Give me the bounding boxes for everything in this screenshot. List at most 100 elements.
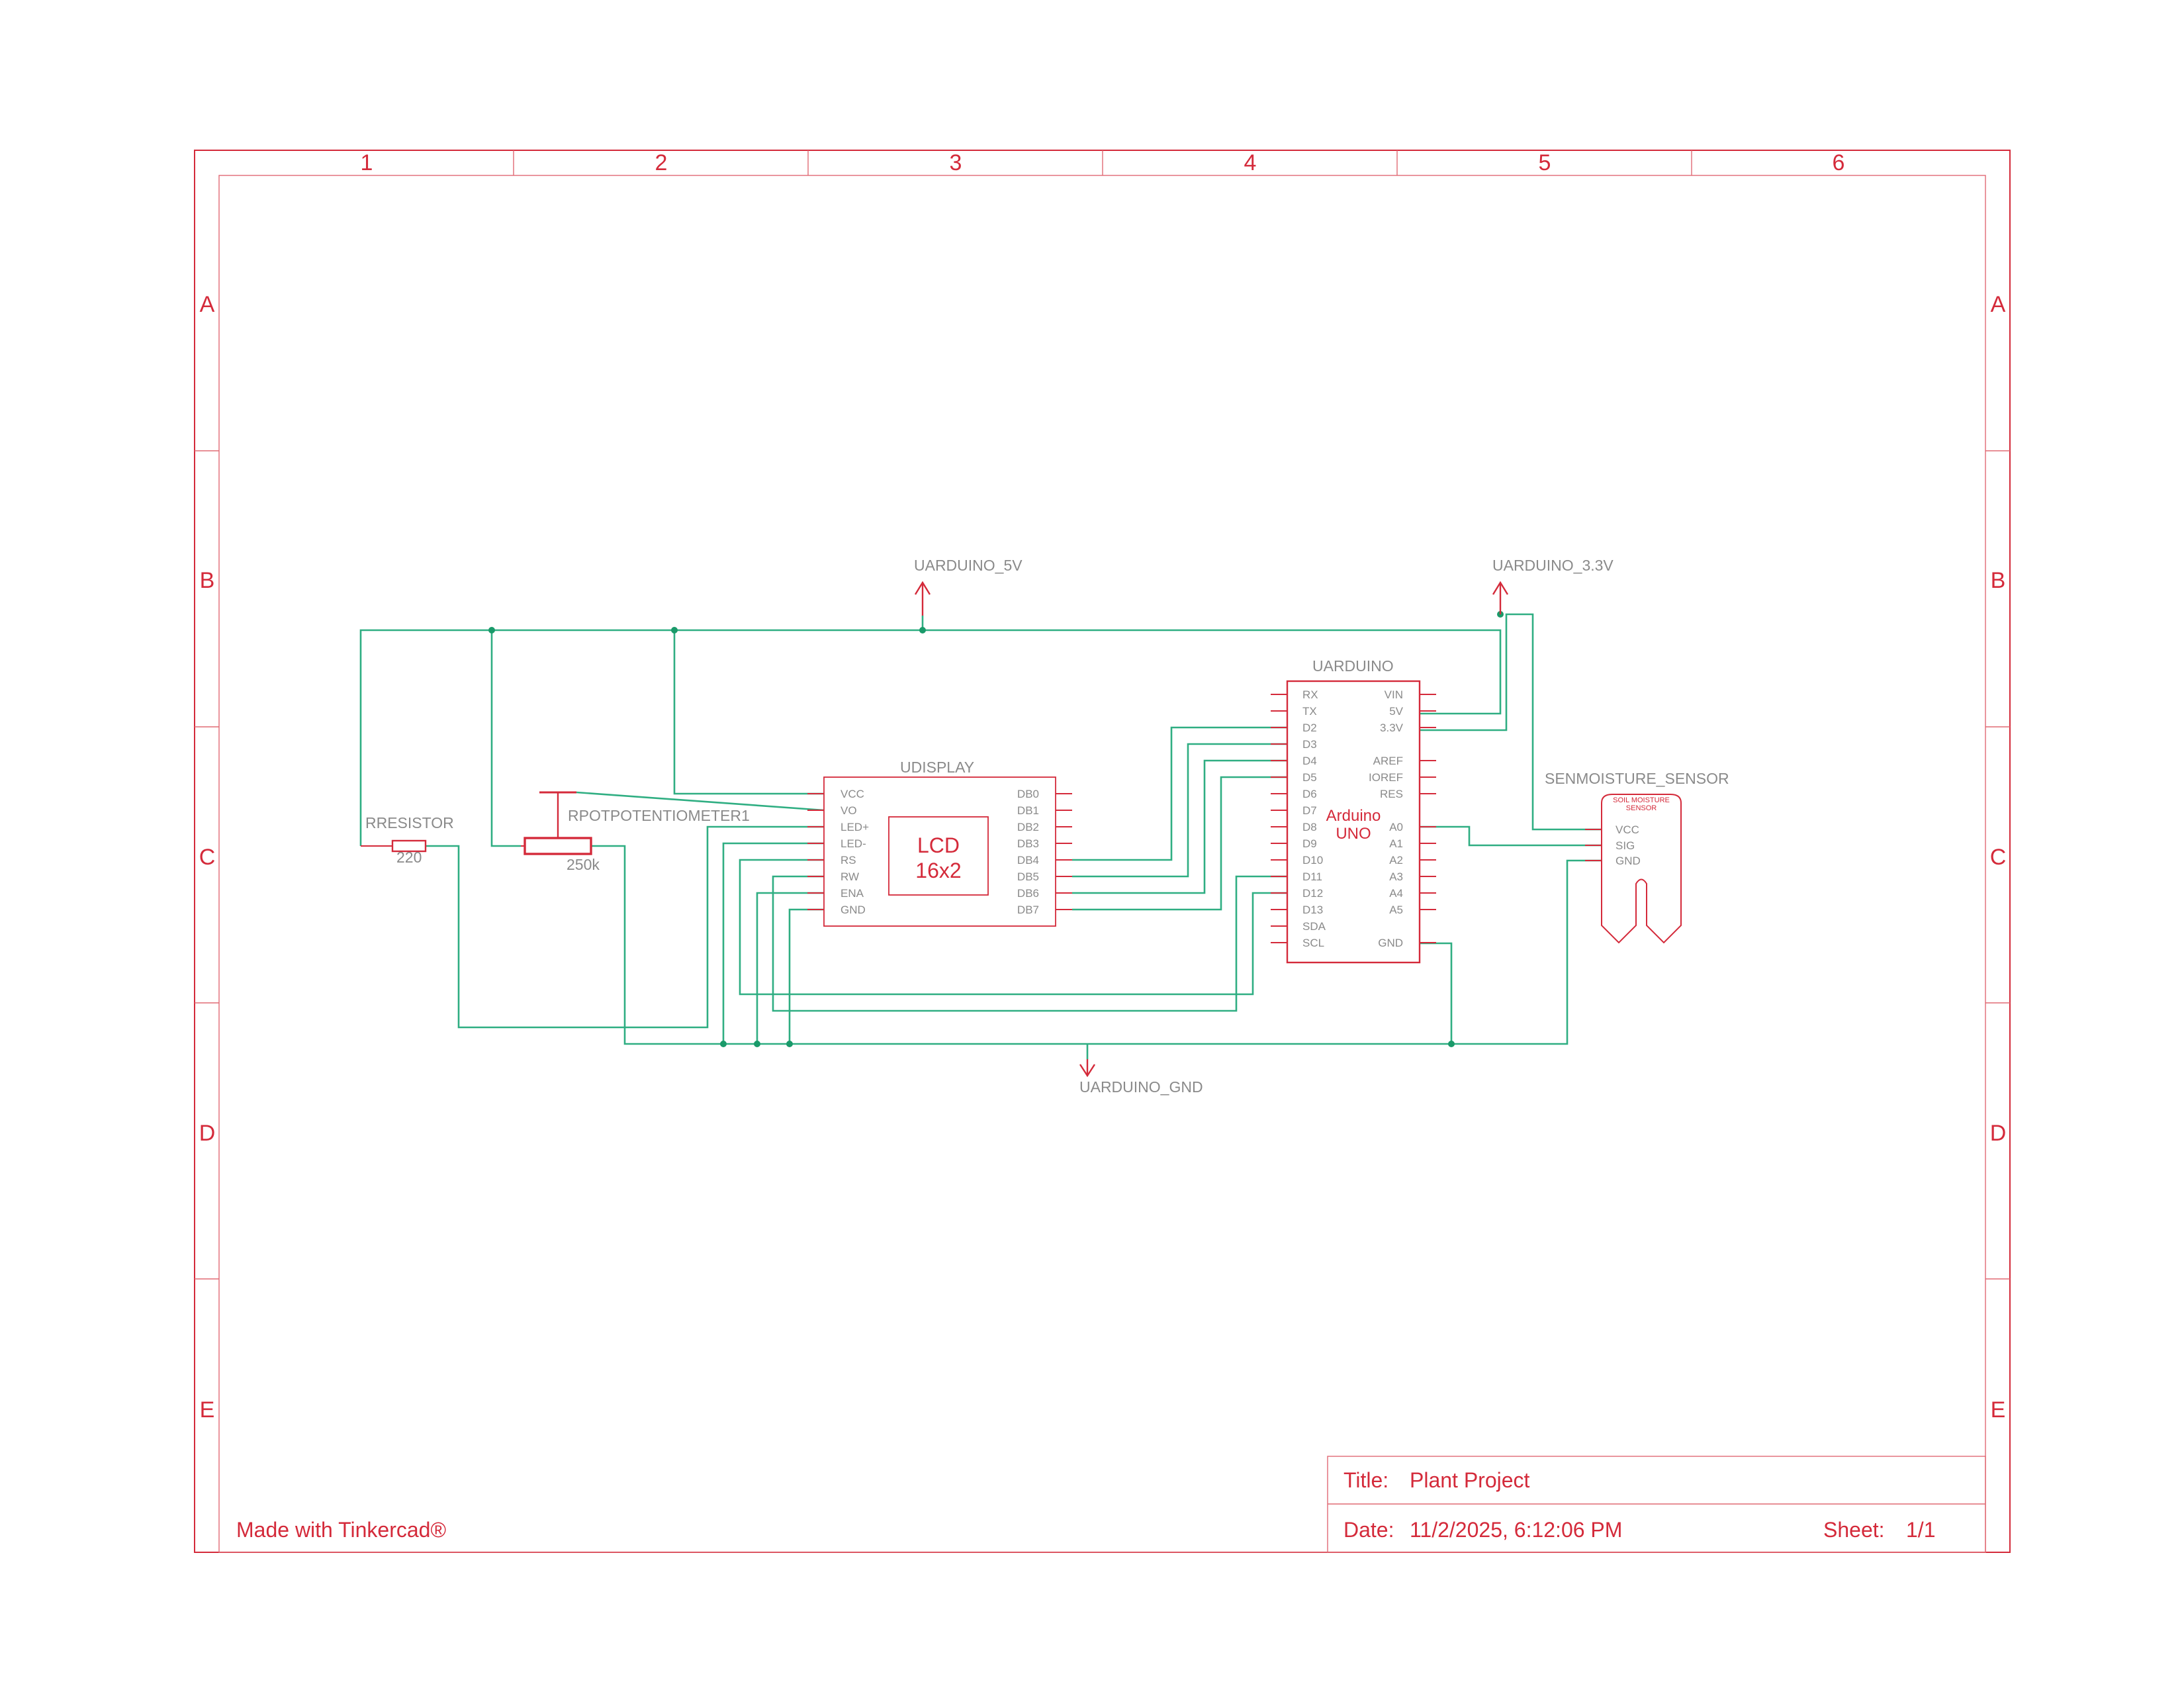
lcd-pin-db3: DB3 [1017,837,1039,850]
title-block: Title: Plant Project Date: 11/2/2025, 6:… [1327,1456,1986,1553]
sensor-pin-sig: SIG [1615,839,1635,852]
sheet-value: 1/1 [1906,1518,1935,1542]
arduino-pin-res: RES [1380,788,1403,800]
arduino-pin-d2: D2 [1302,722,1317,734]
lcd-screen [888,816,989,896]
arduino-pin-d9: D9 [1302,837,1317,850]
arduino-pin-sda: SDA [1302,920,1326,933]
power-3v3: UARDUINO_3.3V [1492,557,1614,614]
wire-gnd-rail [591,845,1602,1045]
lcd-pin-led-plus: LED+ [841,821,869,833]
power-label-3v3: UARDUINO_3.3V [1492,557,1614,574]
sheet-label: Sheet: [1823,1518,1885,1542]
row-label-a-left: A [200,292,215,317]
title-label: Title: [1343,1468,1388,1492]
lcd-pin-gnd: GND [841,904,866,916]
sensor-name: SENMOISTURE_SENSOR [1545,770,1729,787]
row-label-b-left: B [200,568,215,593]
arduino-pin-gnd: GND [1378,937,1403,949]
arduino-pin-d12: D12 [1302,887,1323,900]
arduino-pin-d4: D4 [1302,755,1317,767]
inner-border [218,175,1986,1553]
potentiometer-value: 250k [567,856,600,873]
junction-dot [671,627,678,633]
wire-resistor-led [426,825,824,1029]
arduino-pin-a4: A4 [1389,887,1403,900]
column-label-5: 5 [1539,150,1551,175]
arduino-pin-d3: D3 [1302,738,1317,751]
row-label-d-left: D [199,1121,216,1146]
ground-arrow-icon [1079,1064,1096,1078]
row-label-b-right: B [1991,568,2006,593]
wire-lcd-vcc [673,630,824,795]
wire-db6 [1072,759,1287,894]
lcd-pin-ena: ENA [841,887,864,900]
lcd-pin-db0: DB0 [1017,788,1039,800]
lcd-pin-db7: DB7 [1017,904,1039,916]
sensor-pin-gnd: GND [1615,855,1641,867]
sensor-core-line2: SENSOR [1626,804,1657,812]
arduino-pin-a2: A2 [1389,854,1403,867]
arduino-pin-a3: A3 [1389,870,1403,883]
row-label-e-left: E [200,1397,215,1423]
junction-dot [1448,1041,1455,1047]
column-label-3: 3 [950,150,962,175]
arduino-pin-tx: TX [1302,705,1317,718]
column-label-6: 6 [1833,150,1845,175]
row-label-c-left: C [199,845,216,870]
potentiometer: RPOTPOTENTIOMETER1 250k [521,791,750,873]
resistor-value: 220 [396,849,422,866]
arduino-pin-ioref: IOREF [1369,771,1403,784]
power-gnd: UARDUINO_GND [1079,1059,1203,1096]
wire-lcd-ena [772,875,1287,1012]
lcd-pin-db1: DB1 [1017,804,1039,817]
arduino-pin-a1: A1 [1389,837,1403,850]
junctions [488,611,1504,1047]
lcd-pin-db5: DB5 [1017,870,1039,883]
arduino-pin-a0: A0 [1389,821,1403,833]
row-label-c-right: C [1990,845,2007,870]
arduino-pin-d10: D10 [1302,854,1323,867]
lcd-pin-vcc: VCC [841,788,864,800]
tinkercad-credit: Made with Tinkercad® [236,1518,446,1542]
wire-db4 [1072,726,1287,861]
lcd-pin-db6: DB6 [1017,887,1039,900]
title-value: Plant Project [1410,1468,1530,1492]
wire-pot-high [490,630,521,847]
column-label-1: 1 [361,150,373,175]
column-label-4: 4 [1244,150,1257,175]
resistor-name: RRESISTOR [365,814,454,831]
arduino-pin-5v: 5V [1389,705,1403,718]
power-label-gnd: UARDUINO_GND [1079,1078,1203,1096]
date-value: 11/2/2025, 6:12:06 PM [1410,1518,1622,1542]
wire-5v-rail [359,629,1502,846]
junction-dot [919,627,926,633]
arduino-pin-a5: A5 [1389,904,1403,916]
arduino-pin-3v3: 3.3V [1380,722,1404,734]
date-label: Date: [1343,1518,1394,1542]
arduino-pin-d8: D8 [1302,821,1317,833]
arduino-pin-vin: VIN [1385,688,1403,701]
wire-pot-wiper [576,791,825,812]
lcd-body [823,776,1056,927]
arduino-pin-rx: RX [1302,688,1318,701]
wire-a0-sig [1420,825,1602,847]
wire-db7 [1072,776,1287,911]
wire-lcd-rs [739,859,1287,996]
arduino-core-line1: Arduino [1326,807,1381,825]
arduino-name: UARDUINO [1312,657,1394,675]
arduino-pin-d6: D6 [1302,788,1317,800]
arduino-pin-scl: SCL [1302,937,1324,949]
outer-border [194,150,2011,1553]
junction-dot [786,1041,793,1047]
lcd-display: LCD 16x2 UDISPLAY VCC VO LED+ LED- RS [807,759,1072,927]
column-label-2: 2 [655,150,668,175]
lcd-pin-rs: RS [841,854,856,867]
sensor-probe-outline [1601,794,1682,944]
wire-lcd-gnd [788,908,824,1044]
sensor-core-line1: SOIL MOISTURE [1613,796,1670,804]
soil-moisture-sensor: SOIL MOISTURE SENSOR VCC SIG GND SENMOIS… [1545,770,1729,944]
wire-3v3-sensor-vcc [1420,613,1602,831]
